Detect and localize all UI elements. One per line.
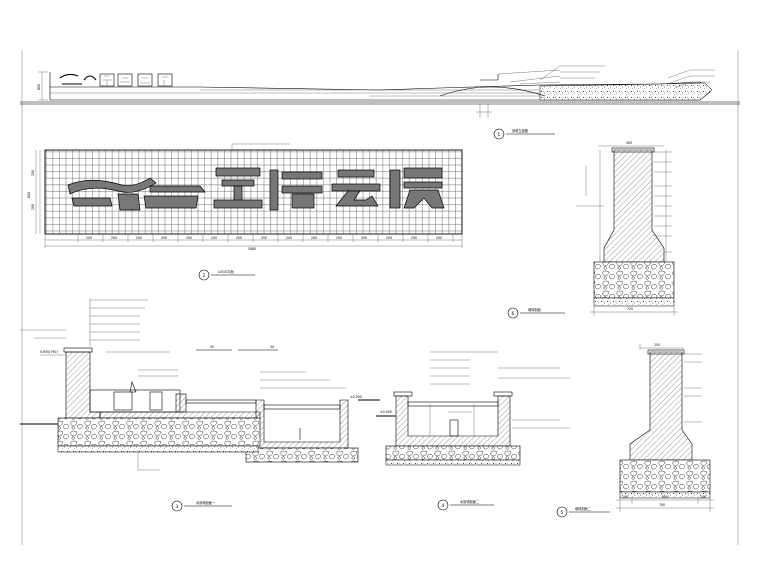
elevation-logo <box>59 73 173 87</box>
plan-seg-13: 200 <box>386 236 392 240</box>
callout-4-number: 4 <box>442 503 445 508</box>
sec6-top-dim: 300 <box>626 141 632 145</box>
sec5-leaders <box>639 344 702 423</box>
level-c: ±0.000 <box>380 410 392 414</box>
plan-seg-15: 200 <box>436 236 442 240</box>
water-section-3: 0.650(790) ±0.000 30 30 <box>20 298 380 512</box>
sheet-border <box>21 50 739 545</box>
sec6-width: 720 <box>627 307 633 311</box>
title-5: 墙体剖面二 <box>575 506 591 511</box>
plan-seg-3: 200 <box>136 236 142 240</box>
plan-seg-9: 200 <box>286 236 292 240</box>
wall-section-5: 250 100 500 100 700 5 墙体剖面二 <box>556 343 714 518</box>
title-3: 水景墙剖面一 <box>196 500 216 505</box>
callout-3-number: 3 <box>176 504 179 509</box>
plan-seg-2: 200 <box>111 236 117 240</box>
plan-seg-10: 200 <box>311 236 317 240</box>
sec4-leaders <box>430 351 570 429</box>
plan-seg-7: 200 <box>236 236 242 240</box>
arrow-b: 30 <box>270 345 274 349</box>
elev-leaders <box>497 65 715 89</box>
level-a: 0.650(790) <box>40 350 58 354</box>
plan-seg-1: 200 <box>86 236 92 240</box>
callout-1-number: 1 <box>498 132 501 137</box>
callout-2: 2 LOGO平面 <box>198 269 255 281</box>
plan-total: 3480 <box>248 247 256 251</box>
sec5-width: 700 <box>659 503 665 507</box>
plan-dim-mid: 200 <box>31 204 35 210</box>
elevation-view: 600 <box>20 65 740 140</box>
plan-seg-12: 200 <box>361 236 367 240</box>
title-1: 景墙立面图 <box>512 128 528 133</box>
callout-6-number: 6 <box>512 311 515 316</box>
plan-seg-6: 200 <box>211 236 217 240</box>
sec5-seg-mid: 500 <box>662 495 668 499</box>
plan-dim-side: 600 <box>27 192 31 198</box>
plan-seg-8: 200 <box>261 236 267 240</box>
sec6-leaders <box>654 151 672 253</box>
plan-seg-11: 200 <box>336 236 342 240</box>
sec3-leaders <box>20 298 346 471</box>
wall-section-6: 300 720 6 墙体剖面 <box>507 141 678 319</box>
logo-plan-grid: 200 200 600 200 200 200 <box>27 143 463 281</box>
callout-1: 1 景墙立面图 <box>493 128 555 140</box>
logo-lettering <box>67 167 445 211</box>
arrow-a: 30 <box>210 345 214 349</box>
plan-seg-4: 200 <box>161 236 167 240</box>
sec5-top-dim: 250 <box>654 343 660 347</box>
sec5-seg-left: 100 <box>622 495 628 499</box>
plan-seg-5: 200 <box>186 236 192 240</box>
callout-2-number: 2 <box>203 273 206 278</box>
plan-dim-chain: 200 200 200 200 200 200 200 200 200 200 … <box>44 234 463 251</box>
title-2: LOGO平面 <box>218 270 234 274</box>
plan-seg-14: 200 <box>411 236 417 240</box>
callout-5-number: 5 <box>561 510 564 515</box>
title-4: 水景墙剖面二 <box>460 499 479 504</box>
sec5-seg-right: 100 <box>700 495 706 499</box>
water-section-4: ±0.000 4 水景墙剖面二 <box>376 351 570 511</box>
level-b: ±0.000 <box>350 395 362 399</box>
plan-dim-top: 200 <box>31 170 35 176</box>
elev-height-dim: 600 <box>37 84 41 90</box>
title-6: 墙体剖面 <box>528 307 541 312</box>
